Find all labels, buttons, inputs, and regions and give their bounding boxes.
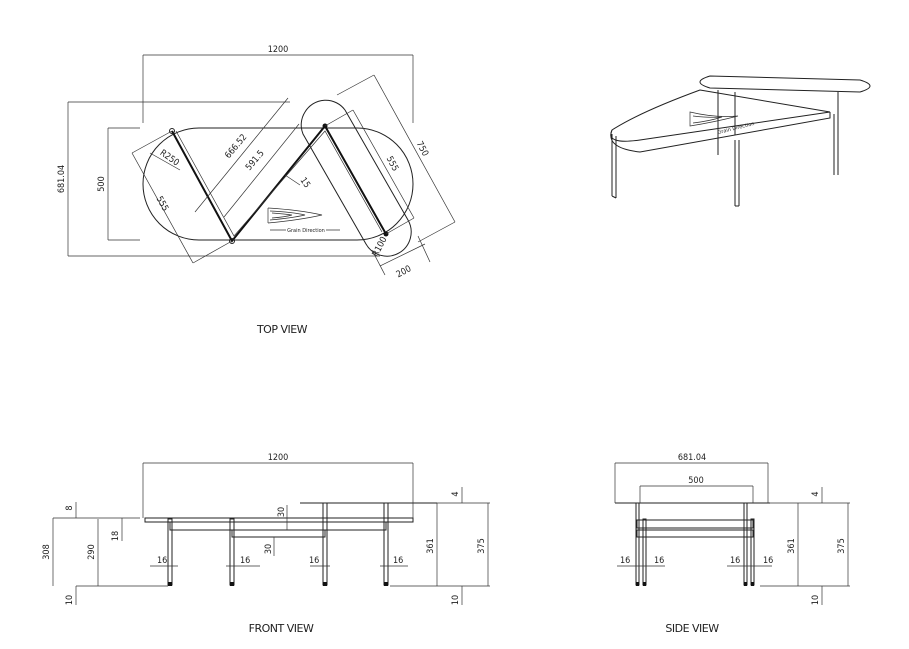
dimension-side-depth: 681.04	[614, 453, 769, 503]
dimension-radius-small: R100	[371, 235, 390, 258]
dimension-side-leg-diameters: 16 16 16 16	[617, 556, 773, 567]
dimension-leg-spacing: 15	[284, 174, 312, 190]
legs-side	[635, 502, 755, 586]
svg-text:30: 30	[277, 507, 287, 517]
leg-marker	[229, 238, 235, 244]
perspective-view: Grain Direction	[610, 75, 871, 207]
svg-text:4: 4	[451, 491, 461, 496]
svg-text:16: 16	[157, 556, 167, 566]
svg-text:10: 10	[811, 595, 821, 605]
grain-direction-label-perspective: Grain Direction	[717, 121, 755, 136]
dimension-front-foot-right: 10	[451, 586, 463, 605]
svg-text:591.5: 591.5	[244, 149, 267, 173]
svg-text:1200: 1200	[268, 45, 289, 55]
side-lower-rail	[636, 529, 754, 538]
dimension-leg-right: 555	[324, 109, 415, 235]
front-view-title: FRONT VIEW	[249, 622, 314, 635]
small-tabletop-outline	[300, 99, 412, 257]
svg-text:16: 16	[620, 556, 630, 566]
svg-text:R100: R100	[371, 235, 390, 258]
large-tabletop-outline	[142, 127, 414, 241]
grain-symbol-perspective	[689, 111, 739, 127]
svg-text:361: 361	[787, 538, 797, 553]
svg-text:10: 10	[65, 595, 75, 605]
dimension-front-rail-upper: 30	[277, 505, 288, 530]
dimension-side-upper-thickness: 4	[811, 487, 823, 503]
small-top-perspective	[699, 75, 871, 93]
svg-text:16: 16	[763, 556, 773, 566]
svg-text:200: 200	[395, 264, 413, 280]
top-view-title: TOP VIEW	[256, 323, 308, 336]
dimension-side-leg-height: 361	[787, 503, 799, 586]
leg-marker	[169, 128, 175, 134]
dimension-leg-left: 555	[131, 130, 233, 264]
svg-text:681.04: 681.04	[57, 165, 67, 193]
dimension-overall-length: 1200	[142, 45, 414, 123]
dimension-side-foot: 10	[811, 586, 823, 605]
dimension-small-top-length: 750	[336, 74, 456, 243]
grain-direction-label: Grain Direction	[287, 228, 325, 234]
svg-text:R250: R250	[158, 148, 181, 168]
dimension-front-upper-thickness: 4	[451, 487, 463, 503]
svg-text:16: 16	[654, 556, 664, 566]
side-view: 681.04 500 16 16 16 16 4 361 375	[614, 453, 850, 635]
zigzag-frame-inner	[175, 130, 383, 237]
top-view: Grain Direction 1200 681.04 500 555	[57, 45, 456, 336]
dimension-front-rail-lower: 30	[264, 537, 275, 556]
svg-text:500: 500	[688, 476, 703, 486]
svg-text:16: 16	[240, 556, 250, 566]
dimension-top-width: 500	[97, 127, 140, 241]
dimension-front-lower-height: 308	[42, 518, 54, 586]
svg-text:18: 18	[111, 531, 121, 541]
dimension-overall-depth: 681.04	[57, 101, 380, 257]
svg-text:8: 8	[65, 505, 75, 510]
front-view: 1200 8 308 290 18 10 30 30	[42, 453, 490, 635]
svg-text:16: 16	[309, 556, 319, 566]
svg-text:30: 30	[264, 544, 274, 554]
svg-text:290: 290	[87, 544, 97, 559]
svg-text:681.04: 681.04	[678, 453, 706, 463]
lower-rail	[231, 529, 326, 538]
svg-text:555: 555	[384, 155, 400, 173]
svg-text:308: 308	[42, 544, 52, 559]
dimension-front-leg-height: 290	[87, 519, 99, 586]
dimension-radius-large: R250	[149, 148, 181, 171]
dimension-front-top-thickness: 8	[65, 502, 77, 518]
dimension-front-leg-diameters: 16 16 16 16	[150, 556, 408, 567]
side-upper-rail	[636, 519, 754, 529]
svg-text:15: 15	[298, 176, 312, 190]
svg-text:375: 375	[837, 538, 847, 553]
legs-perspective	[611, 90, 839, 207]
svg-text:750: 750	[414, 140, 430, 158]
svg-text:4: 4	[811, 491, 821, 496]
grain-symbol	[267, 207, 323, 224]
lower-top	[144, 517, 414, 523]
svg-text:16: 16	[393, 556, 403, 566]
svg-text:1200: 1200	[268, 453, 289, 463]
dimension-side-height: 375	[837, 503, 849, 586]
upper-rail	[169, 521, 387, 531]
dimension-side-width: 500	[639, 476, 754, 503]
dimension-front-foot-left: 10	[65, 586, 77, 605]
svg-text:16: 16	[730, 556, 740, 566]
legs-front	[167, 502, 389, 586]
svg-text:500: 500	[97, 176, 107, 191]
dimension-front-upper-height: 375	[477, 503, 489, 586]
svg-text:361: 361	[426, 538, 436, 553]
side-view-title: SIDE VIEW	[665, 622, 719, 635]
dimension-front-rail-offset: 18	[111, 518, 123, 541]
svg-text:10: 10	[451, 595, 461, 605]
zigzag-frame	[171, 124, 387, 243]
svg-text:375: 375	[477, 538, 487, 553]
dimension-front-upper-leg-height: 361	[426, 503, 438, 586]
dimension-front-length: 1200	[142, 453, 414, 518]
svg-text:555: 555	[154, 195, 170, 213]
svg-text:666.52: 666.52	[224, 133, 250, 161]
